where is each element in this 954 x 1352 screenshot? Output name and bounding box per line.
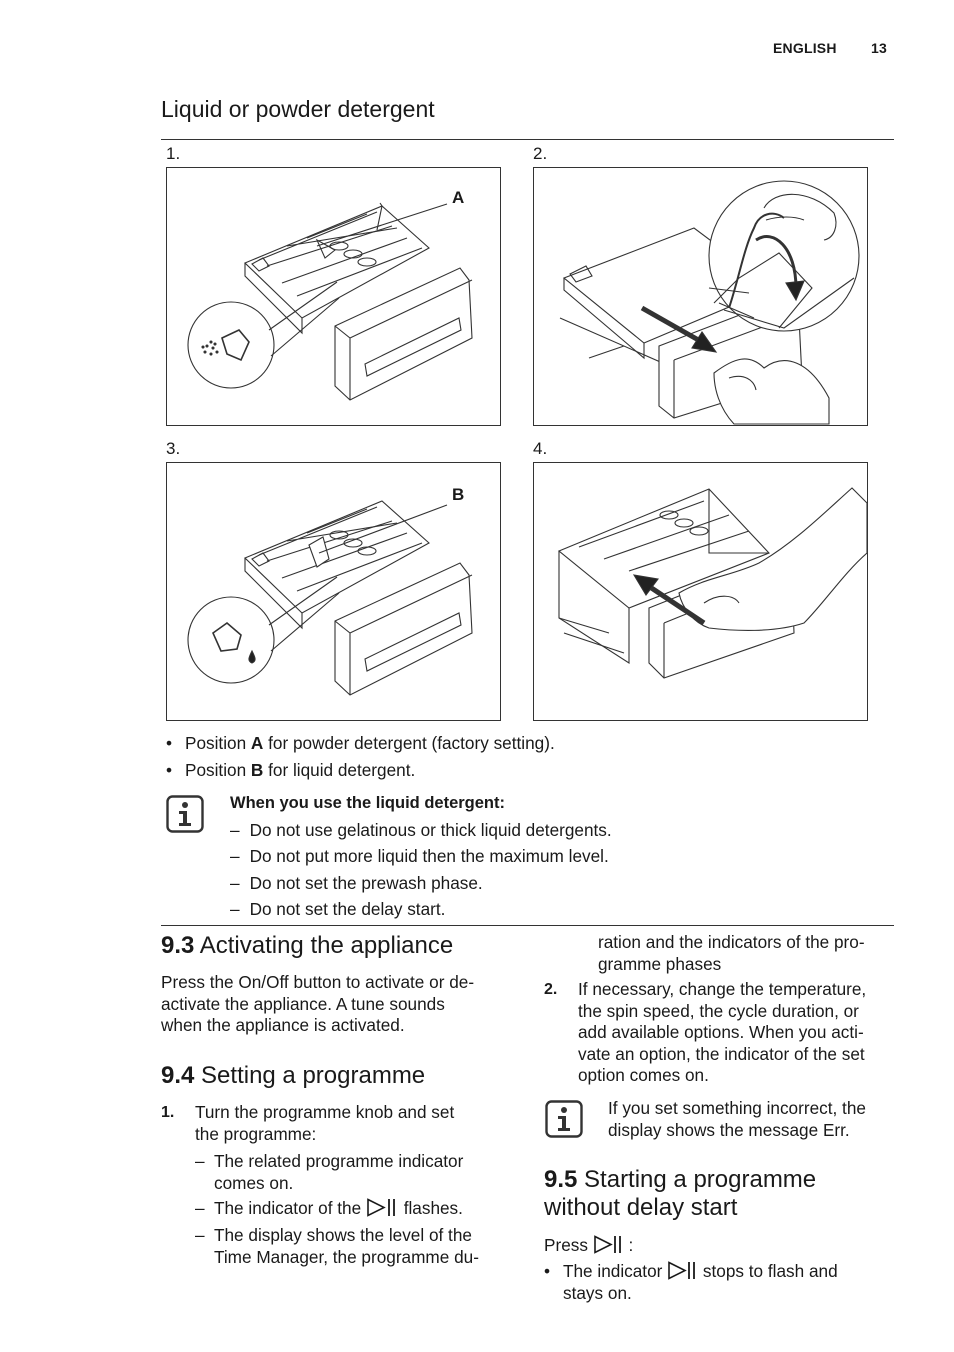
info-icon [545, 1100, 583, 1138]
substep-display-shows: The display shows the level of the Time … [214, 1225, 479, 1267]
heading-9-3: 9.3 Activating the appliance [161, 932, 454, 959]
substep-continuation: ration and the indicators of the pro- gr… [598, 932, 865, 974]
heading-9-5: 9.5 Starting a programme without delay s… [544, 1166, 817, 1221]
paragraph-activating: Press the On/Off button to activate or d… [161, 972, 475, 1035]
bullet-dot: • [544, 1261, 551, 1281]
section-title: Liquid or powder detergent [161, 96, 435, 122]
figure-4-number: 4. [533, 439, 548, 458]
figure-3-label: B [452, 485, 465, 504]
bullet-dot: • [166, 760, 173, 780]
liquid-note-item: –Do not put more liquid then the maximum… [230, 846, 609, 866]
start-pause-icon [668, 1261, 696, 1280]
step-2-number: 2. [544, 981, 558, 998]
info-icon [166, 795, 204, 833]
step-2-text: If necessary, change the temperature, th… [578, 979, 867, 1085]
header-page-number: 13 [871, 40, 887, 56]
sub-dash: – [195, 1151, 205, 1171]
bullet-dot: • [166, 733, 173, 753]
section-divider [161, 139, 894, 140]
liquid-note-title: When you use the liquid detergent: [230, 794, 506, 812]
figure-1-number: 1. [166, 144, 181, 163]
step-1-number: 1. [161, 1104, 175, 1121]
liquid-note-item: –Do not set the delay start. [230, 899, 446, 919]
figure-2-number: 2. [533, 144, 548, 163]
press-start-instruction: Press : [544, 1235, 634, 1255]
section-divider [161, 925, 894, 926]
figure-1-powder-position: A [166, 167, 501, 426]
substep-indicator-flashes: The indicator of the flashes. [214, 1198, 463, 1218]
figure-2-remove-drawer [533, 167, 868, 426]
sub-dash: – [195, 1225, 205, 1245]
info-incorrect-setting: If you set something incorrect, the disp… [608, 1098, 866, 1140]
substep-indicator-on: The related programme indicator comes on… [214, 1151, 464, 1193]
heading-9-4: 9.4 Setting a programme [161, 1062, 426, 1089]
figure-3-liquid-position: B [166, 462, 501, 721]
liquid-note-item: –Do not use gelatinous or thick liquid d… [230, 820, 612, 840]
figure-4-insert-drawer [533, 462, 868, 721]
start-pause-icon [593, 1235, 621, 1254]
start-pause-icon [367, 1198, 395, 1217]
liquid-note-item: –Do not set the prewash phase. [230, 873, 483, 893]
header-language: ENGLISH [773, 40, 837, 56]
sub-dash: – [195, 1198, 205, 1218]
step-1-text: Turn the programme knob and set the prog… [195, 1102, 455, 1144]
figure-3-number: 3. [166, 439, 181, 458]
figure-1-label: A [452, 188, 465, 207]
